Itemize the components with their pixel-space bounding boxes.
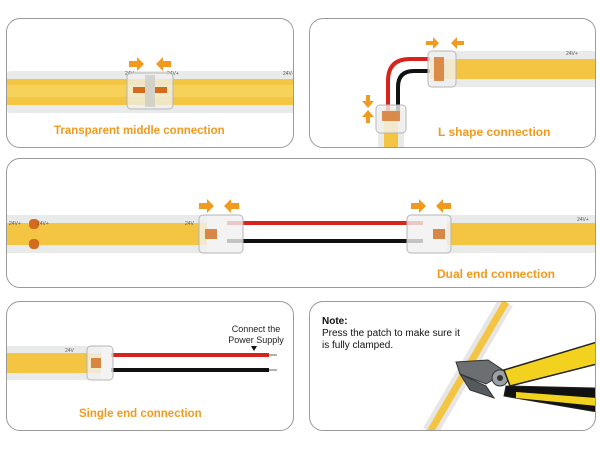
panel-single-end-connection: Connect the Power Supply 24V Single end … (6, 301, 294, 431)
arrow-up-icon (362, 110, 374, 123)
svg-text:24V+: 24V+ (283, 71, 294, 77)
arrow-left-icon (224, 199, 239, 213)
middle-connection-illustration: 24V 24V+ 24V+ (7, 57, 294, 113)
arrow-right-icon (426, 37, 439, 49)
dual-end-caption: Dual end connection (437, 267, 556, 281)
svg-text:24V+: 24V+ (167, 71, 179, 77)
single-end-caption: Single end connection (79, 408, 202, 420)
dual-end-connection-illustration: 24V+ 24V+ 24V 24V+ (7, 199, 595, 254)
middle-connection-caption: Transparent middle connection (54, 125, 225, 137)
svg-text:24V: 24V (65, 348, 75, 354)
arrow-right-icon (411, 199, 426, 213)
pliers-icon (455, 341, 595, 413)
svg-text:24V: 24V (185, 221, 195, 227)
arrow-down-icon (362, 95, 374, 108)
svg-text:24V+: 24V+ (577, 217, 589, 223)
arrow-right-icon (199, 199, 214, 213)
l-shape-caption: L shape connection (438, 125, 551, 139)
l-shape-connection-illustration: 24V+ (362, 37, 595, 147)
svg-text:24V+: 24V+ (566, 51, 578, 57)
panel-middle-connection: 24V 24V+ 24V+ Transparent middle connect… (6, 18, 294, 148)
arrow-left-icon (156, 57, 171, 71)
note-body: Press the patch to make sure it is fully… (322, 328, 460, 351)
svg-text:24V+: 24V+ (9, 221, 21, 227)
panel-dual-end-connection: 24V+ 24V+ 24V 24V+ Dual end connection (6, 158, 596, 288)
note-illustration (423, 302, 595, 430)
single-end-connection-illustration: 24V (7, 345, 277, 381)
arrow-right-icon (129, 57, 144, 71)
svg-text:24V+: 24V+ (37, 221, 49, 227)
arrow-left-icon (451, 37, 464, 49)
arrow-left-icon (436, 199, 451, 213)
power-supply-label: Connect the Power Supply (228, 324, 284, 345)
note-title: Note: (322, 316, 348, 327)
panel-l-shape-connection: 24V+ L shape connection (309, 18, 596, 148)
panel-note: Note: Press the patch to make sure it is… (309, 301, 596, 431)
